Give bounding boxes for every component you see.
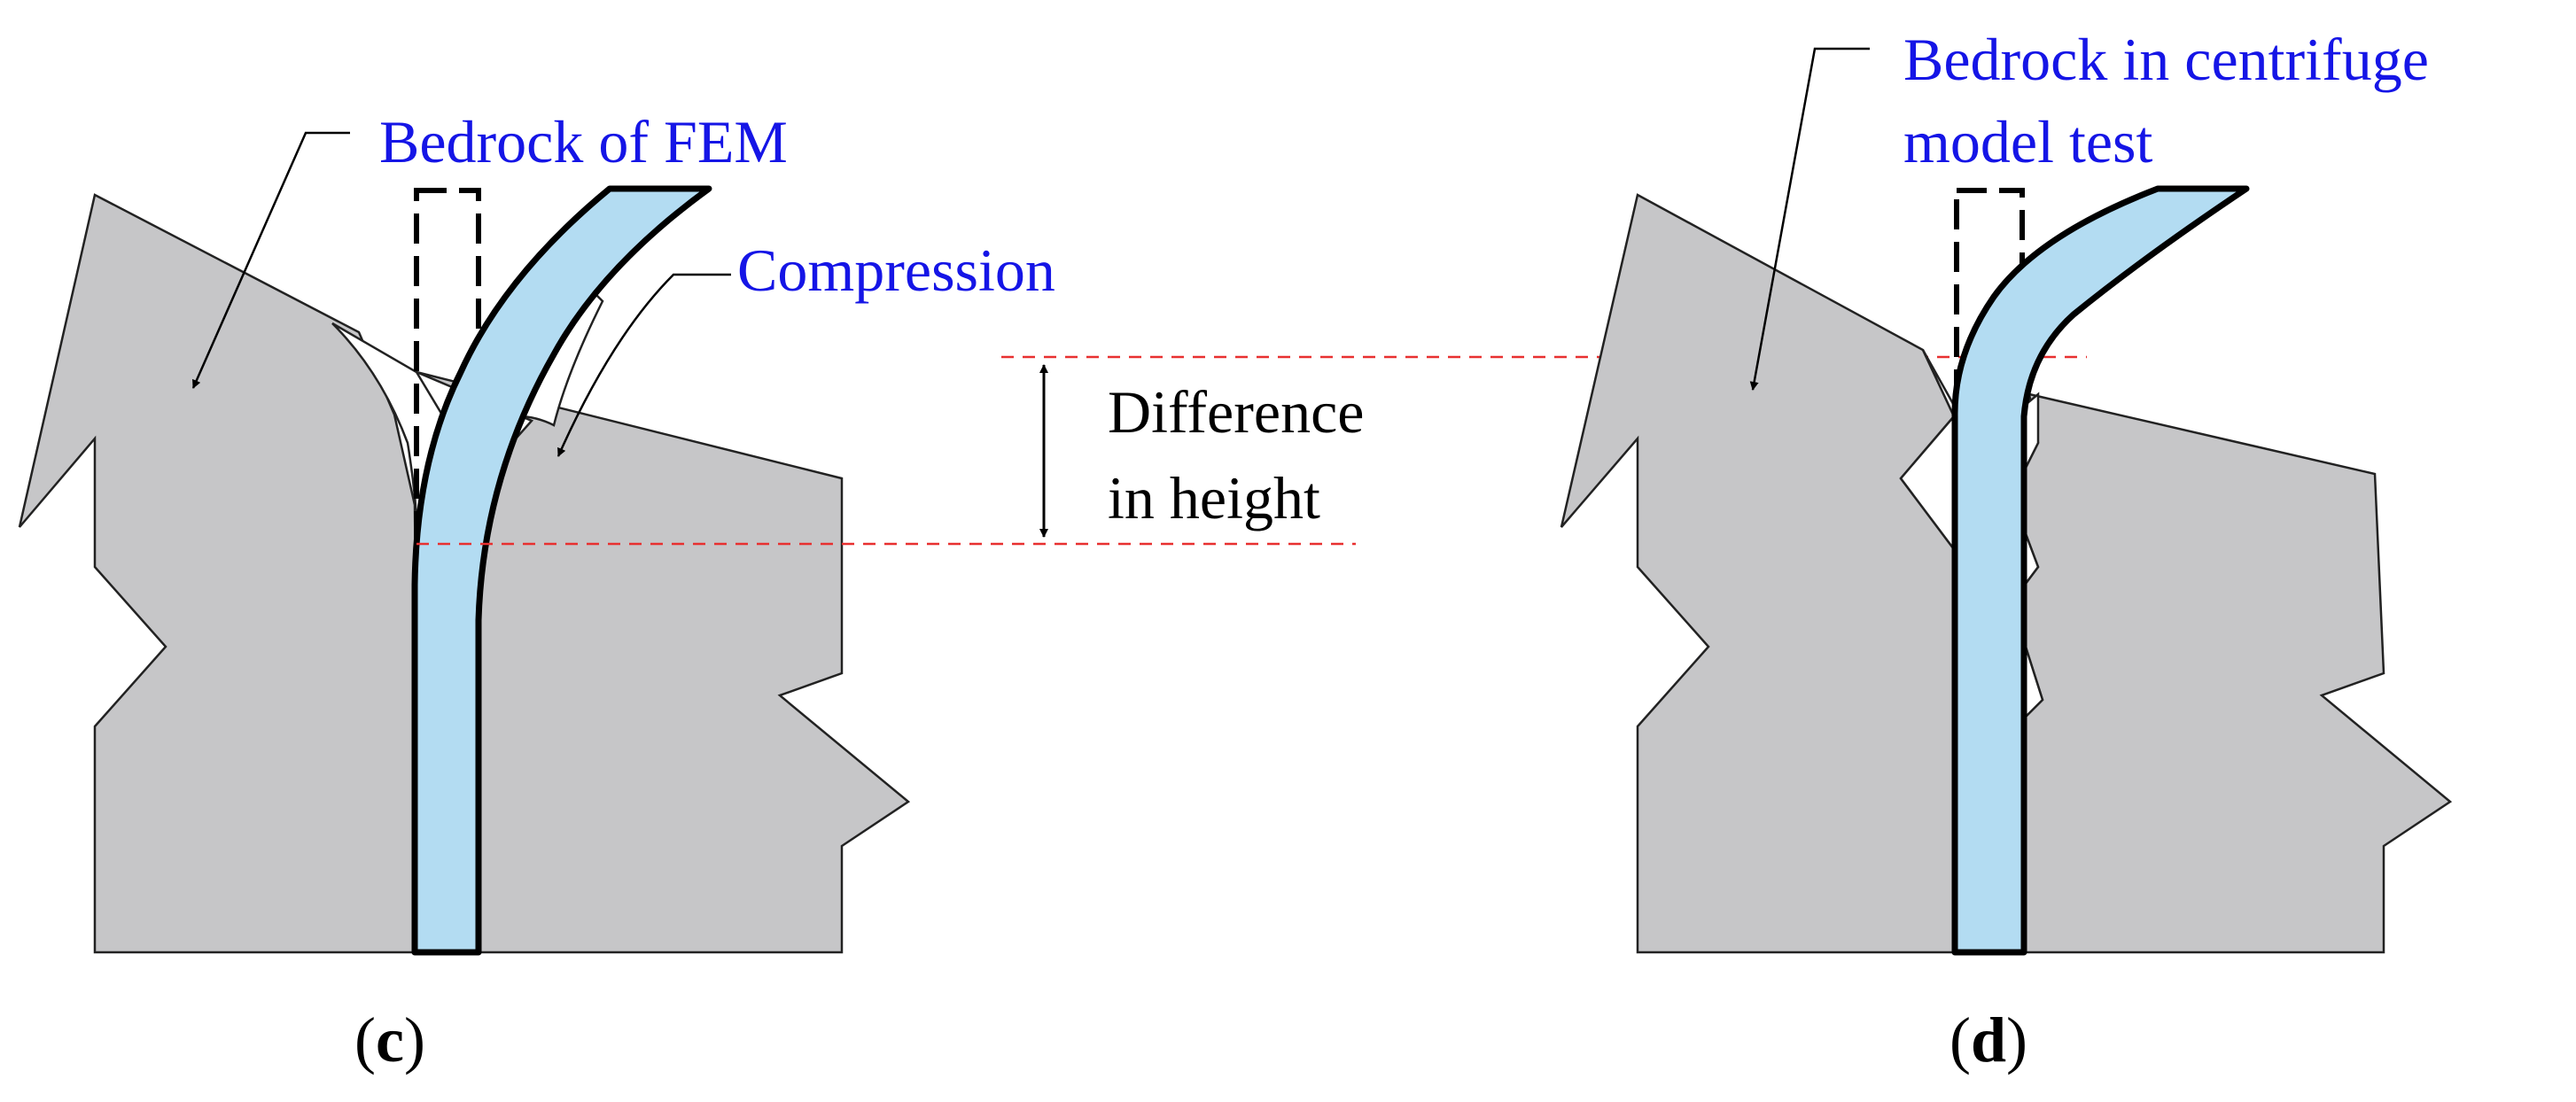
label-in-height: in height — [1108, 464, 1320, 532]
leader-compression — [556, 273, 731, 457]
bedrock-left-d — [1560, 193, 1956, 954]
label-bedrock-centrifuge-line1: Bedrock in centrifuge — [1903, 26, 2429, 93]
leader-bedrock-fem — [191, 131, 350, 389]
deformed-pile-d — [1951, 185, 2250, 956]
label-bedrock-centrifuge-line2: model test — [1903, 108, 2153, 175]
bedrock-right-d — [2010, 392, 2453, 954]
deformed-pile-c — [411, 185, 712, 956]
label-difference: Difference — [1108, 378, 1364, 446]
bedrock-left-c — [18, 193, 421, 954]
panel-d: Bedrock in centrifuge model test (d) — [1560, 26, 2453, 1075]
label-compression: Compression — [737, 237, 1055, 304]
leader-bedrock-centrifuge — [1749, 47, 1870, 391]
panel-label-d: (d) — [1950, 1005, 2027, 1075]
panel-label-c: (c) — [354, 1005, 425, 1075]
panel-c: Bedrock of FEM Compression (c) — [18, 108, 1055, 1075]
height-difference-annotation: Difference in height — [416, 355, 2087, 546]
label-bedrock-fem: Bedrock of FEM — [379, 108, 788, 175]
